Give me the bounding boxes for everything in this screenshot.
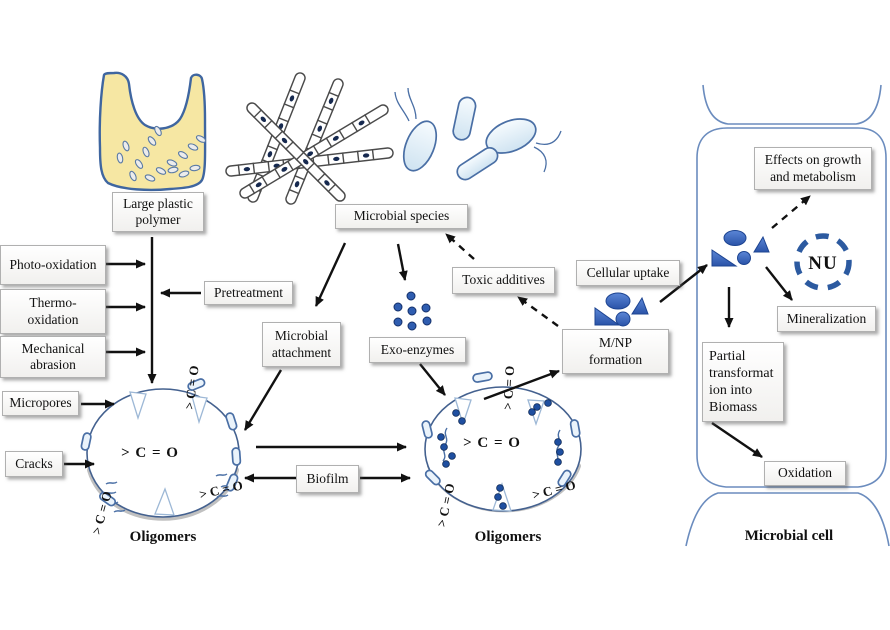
label-oligomers-left: Oligomers bbox=[129, 529, 197, 545]
carbonyl-label: > C = O bbox=[500, 365, 517, 410]
box-effects-growth: Effects on growth and metabolism bbox=[754, 147, 872, 190]
internalized-particles bbox=[711, 230, 770, 267]
arrow-species-to-enzymes bbox=[396, 243, 408, 281]
box-exo-enzymes: Exo-enzymes bbox=[369, 337, 466, 363]
polymer-embedded-microbes bbox=[116, 125, 207, 182]
main-cell-wall bbox=[696, 127, 887, 488]
label-oligomers-right: Oligomers bbox=[474, 529, 542, 545]
box-microbial-species: Microbial species bbox=[335, 204, 468, 229]
box-biofilm: Biofilm bbox=[296, 465, 359, 493]
carbonyl-label: > C = O bbox=[463, 435, 521, 451]
attached-bacteria-pills bbox=[421, 371, 581, 487]
enzyme-dots bbox=[437, 399, 564, 510]
adjacent-cell-bottom bbox=[685, 492, 890, 547]
box-oxidation: Oxidation bbox=[764, 461, 846, 486]
bacteria-illustration bbox=[394, 87, 562, 181]
microbial-cell-outline bbox=[685, 84, 890, 547]
carbonyl-label: > C = O bbox=[121, 445, 179, 461]
adjacent-cell-top bbox=[702, 84, 882, 125]
box-thermo-oxidation: Thermo- oxidation bbox=[0, 289, 106, 334]
box-cellular-uptake: Cellular uptake bbox=[576, 260, 680, 286]
exo-enzyme-dots bbox=[393, 291, 432, 331]
micropore-notches bbox=[129, 391, 208, 516]
oligomer-circle-right: > C = O > C = O > C = O > C = O bbox=[421, 365, 582, 528]
oligomer-circle-left: > C = O > C = O > C = O > C = O bbox=[80, 365, 244, 536]
attached-bacteria-pills bbox=[80, 378, 242, 507]
box-photo-oxidation: Photo-oxidation bbox=[0, 245, 106, 285]
box-pretreatment: Pretreatment bbox=[204, 281, 293, 305]
arrow-species-to-attachment bbox=[314, 242, 347, 307]
carbonyl-label: > C = O bbox=[181, 365, 201, 411]
mnp-particles bbox=[594, 292, 649, 327]
plastic-polymer-illustration bbox=[98, 71, 207, 192]
flagellum bbox=[407, 87, 417, 120]
label-microbial-cell: Microbial cell bbox=[744, 528, 834, 544]
box-mineralization: Mineralization bbox=[777, 306, 876, 332]
flagellum bbox=[533, 146, 547, 173]
fungal-hyphae-illustration bbox=[225, 72, 394, 205]
flagellum bbox=[535, 130, 562, 146]
box-cracks: Cracks bbox=[5, 451, 63, 477]
box-mechanical-abrasion: Mechanical abrasion bbox=[0, 336, 106, 378]
dashed-arrow-toxic-to-species bbox=[445, 233, 475, 260]
box-toxic-additives: Toxic additives bbox=[452, 267, 555, 294]
carbonyl-label: > C = O bbox=[434, 482, 458, 528]
box-mnp-formation: M/NP formation bbox=[562, 329, 669, 374]
arrows bbox=[64, 195, 811, 483]
dashed-arrow-to-effects bbox=[771, 195, 811, 229]
arrow-enzymes-to-circle bbox=[419, 363, 446, 396]
flagellum bbox=[394, 91, 410, 122]
arrow-circle2-to-mnp bbox=[483, 369, 560, 401]
arrow-uptake-into-cell bbox=[659, 264, 708, 303]
nu-dashed-circle: NU bbox=[794, 233, 852, 291]
box-large-plastic-polymer: Large plastic polymer bbox=[112, 192, 204, 232]
arrow-to-mineralization bbox=[765, 266, 793, 301]
arrow-biomass-to-oxidation bbox=[711, 422, 763, 458]
nu-label: NU bbox=[808, 253, 837, 274]
dashed-arrow-mnp-to-toxic bbox=[517, 296, 559, 327]
box-micropores: Micropores bbox=[2, 391, 79, 416]
box-microbial-attachment: Microbial attachment bbox=[262, 322, 341, 367]
arrow-attachment-to-circle bbox=[243, 369, 283, 431]
box-partial-transformation: Partial transformat ion into Biomass bbox=[702, 342, 784, 422]
